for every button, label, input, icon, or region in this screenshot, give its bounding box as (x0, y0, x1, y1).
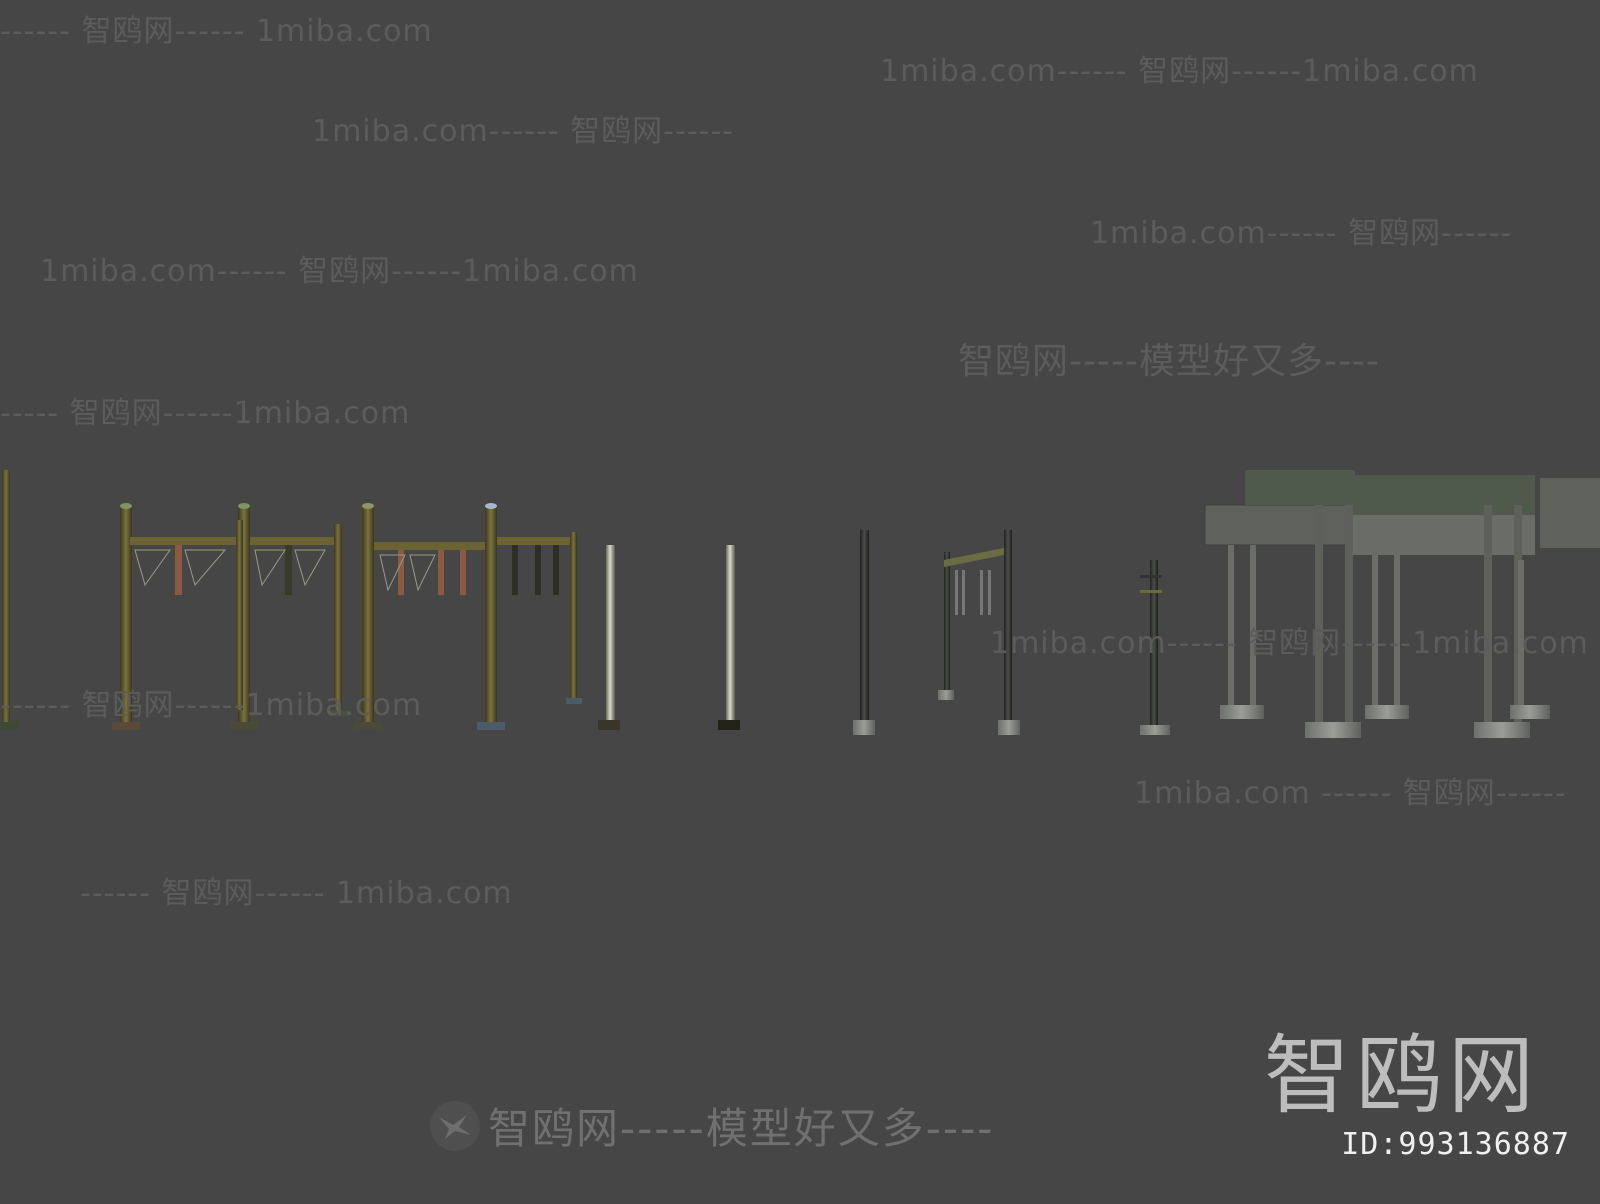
signal-gantry-bridges (1204, 470, 1600, 738)
brand-logo: 智鸥网 (1264, 1026, 1540, 1126)
watermark: 1miba.com ------ 智鸥网------ (1134, 776, 1567, 811)
watermark: ------ 智鸥网------1miba.com (0, 688, 423, 723)
small-portal (938, 530, 1020, 735)
watermark: ------ 智鸥网------ 1miba.com (80, 876, 513, 911)
watermark: 1miba.com------ 智鸥网------1miba.com (880, 54, 1479, 89)
portal-gantry-2 (354, 503, 582, 730)
single-mast-silver-2 (718, 545, 740, 730)
single-mast-dark (853, 530, 875, 735)
watermark: 1miba.com------ 智鸥网------1miba.com (40, 254, 639, 289)
slogan-watermark: 智鸥网-----模型好又多---- (430, 1095, 994, 1156)
watermark: 1miba.com------ 智鸥网------ (312, 114, 735, 149)
model-id: ID:993136887 (1341, 1127, 1570, 1162)
single-mast-silver-1 (598, 545, 620, 730)
slogan-text: 智鸥网-----模型好又多---- (488, 1104, 995, 1153)
signal-mast (1140, 560, 1170, 735)
watermark: 1miba.com------ 智鸥网------1miba.com (990, 626, 1589, 661)
seagull-icon (430, 1100, 480, 1151)
watermark: ------ 智鸥网------ 1miba.com (0, 14, 433, 49)
watermark: ----- 智鸥网------1miba.com (0, 396, 411, 431)
portal-gantry-1 (112, 503, 348, 730)
watermark: 1miba.com------ 智鸥网------ (1090, 216, 1513, 251)
watermark: 智鸥网-----模型好又多---- (958, 341, 1380, 382)
